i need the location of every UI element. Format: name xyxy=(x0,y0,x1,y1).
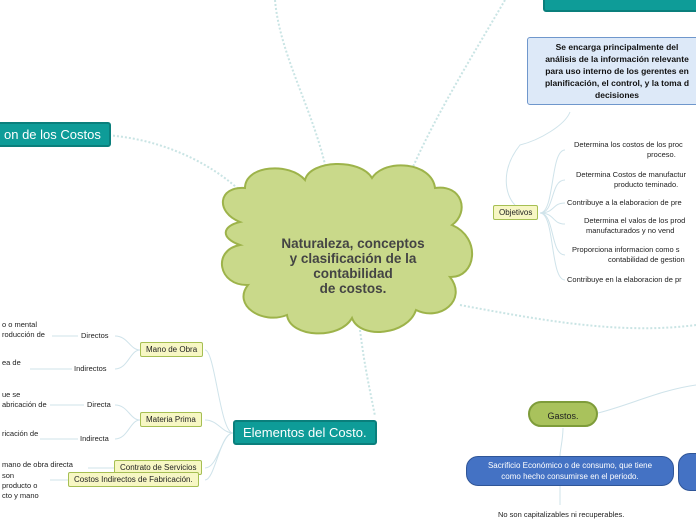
central-topic[interactable]: Naturaleza, conceptos y clasificación de… xyxy=(281,236,425,296)
central-cloud xyxy=(221,163,473,335)
topic-clasificacion-costos[interactable]: on de los Costos xyxy=(0,122,111,147)
materia-prima-node[interactable]: Materia Prima xyxy=(140,412,202,427)
objetivo-item[interactable]: Determina el valos de los prod manufactu… xyxy=(584,216,686,235)
contrato-description: mano de obra directa xyxy=(2,460,73,469)
gastos-note: No son capitalizables ni recuperables. xyxy=(498,510,625,519)
gestion-description[interactable]: Se encarga principalmente del análisis d… xyxy=(527,37,696,105)
gastos-node[interactable]: Gastos. xyxy=(528,401,598,427)
directa-label[interactable]: Directa xyxy=(87,400,111,409)
objetivo-item[interactable]: Contribuye en la elaboracion de pr xyxy=(567,275,682,284)
indirectos-label[interactable]: Indirectos xyxy=(74,364,107,373)
objetivo-item[interactable]: Proporciona informacion como s contabili… xyxy=(572,245,685,264)
directos-description: o o mental roducción de xyxy=(2,320,45,339)
cif-description: son producto o cto y mano xyxy=(2,471,39,500)
indirecta-label[interactable]: Indirecta xyxy=(80,434,109,443)
mano-de-obra-node[interactable]: Mano de Obra xyxy=(140,342,204,357)
objetivo-item[interactable]: Determina los costos de los proc proceso… xyxy=(574,140,683,159)
directos-label[interactable]: Directos xyxy=(81,331,109,340)
topic-elementos-costo[interactable]: Elementos del Costo. xyxy=(233,420,377,445)
gastos-side-node[interactable] xyxy=(678,453,696,491)
cif-node[interactable]: Costos Indirectos de Fabricación. xyxy=(68,472,199,487)
indirectos-description: ea de xyxy=(2,358,21,367)
topic-contabilidad-gestion-header[interactable] xyxy=(543,0,696,12)
objetivo-item[interactable]: Determina Costos de manufactur producto … xyxy=(576,170,687,189)
gastos-definition[interactable]: Sacrificio Económico o de consumo, que t… xyxy=(466,456,674,486)
objetivo-item[interactable]: Contribuye a la elaboracion de pre xyxy=(567,198,682,207)
indirecta-description: ricación de xyxy=(2,429,39,438)
directa-description: ue se abricación de xyxy=(2,390,47,409)
objetivos-node[interactable]: Objetivos xyxy=(493,205,539,220)
